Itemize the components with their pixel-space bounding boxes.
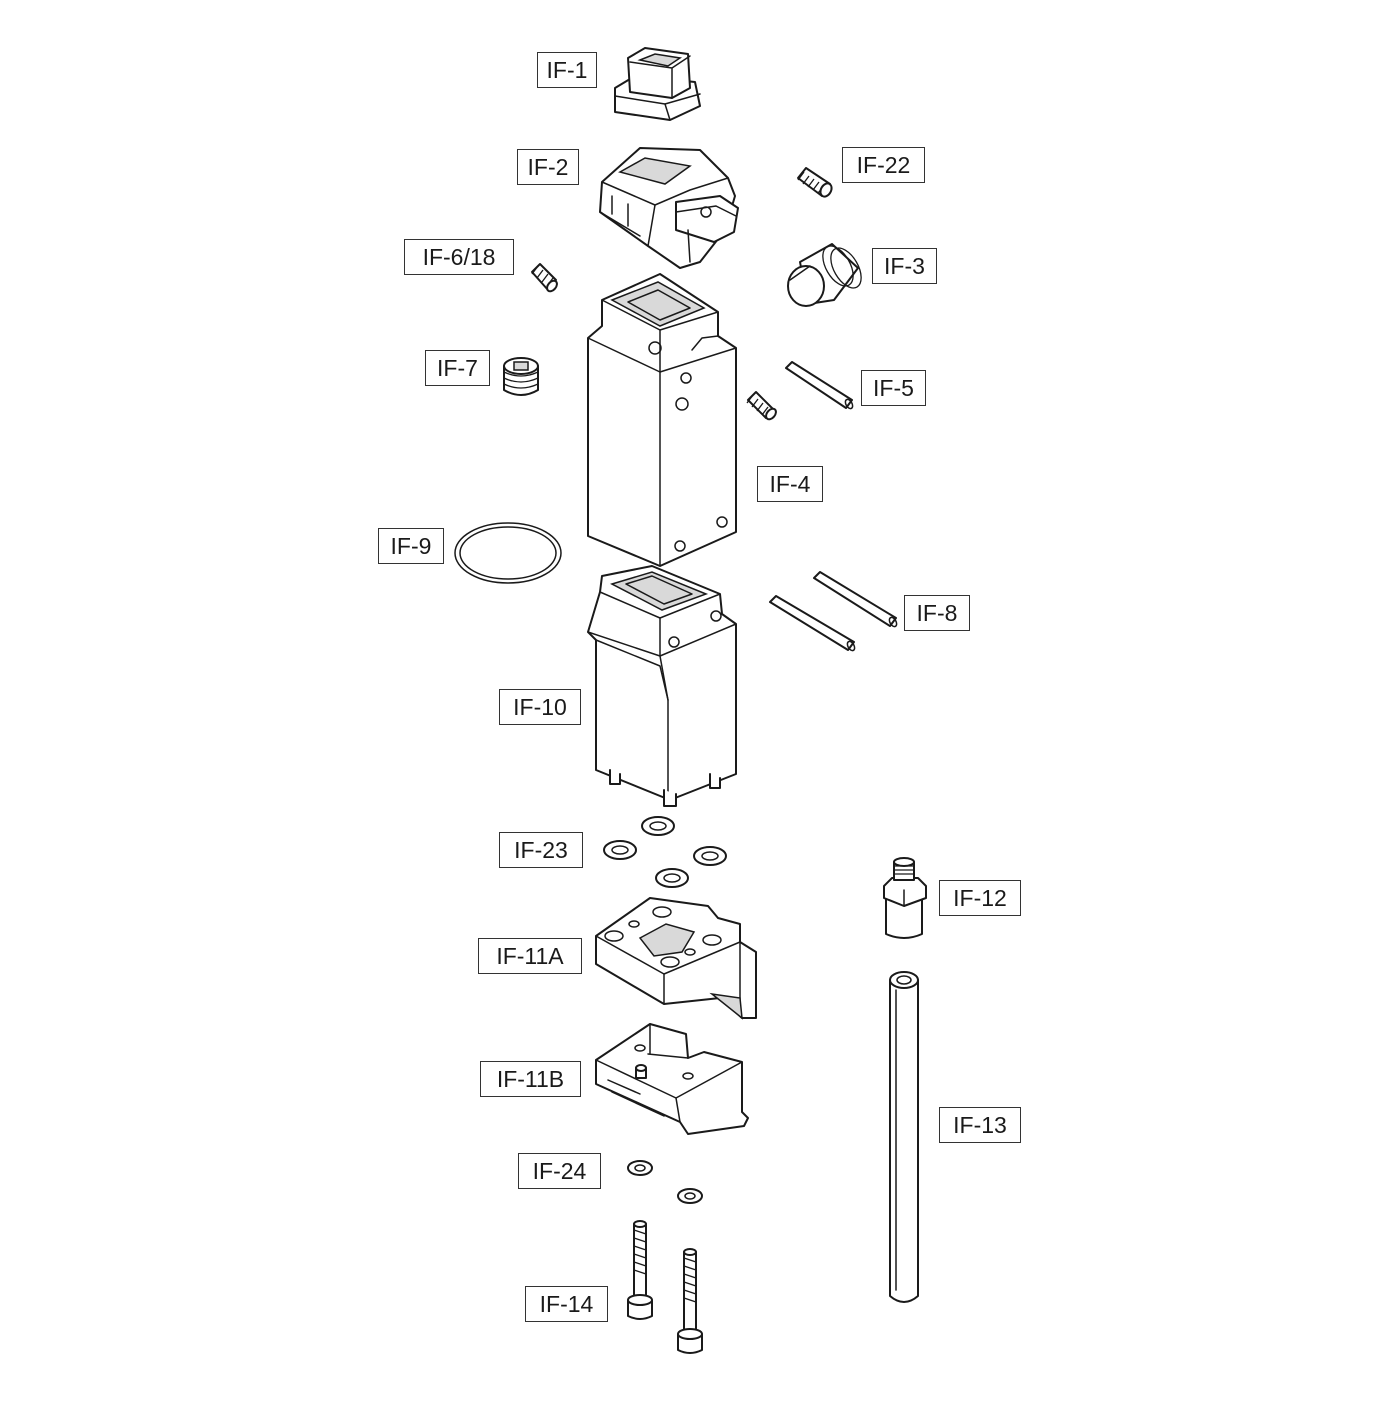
- part-if-22: [797, 167, 833, 198]
- label-if-6-18: IF-6/18: [404, 239, 514, 275]
- label-if-5: IF-5: [861, 370, 926, 406]
- label-if-9: IF-9: [378, 528, 444, 564]
- label-if-8: IF-8: [904, 595, 970, 631]
- part-if-4-screw: [746, 391, 777, 421]
- part-if-11a: [595, 897, 757, 1020]
- part-if-12: [883, 857, 927, 939]
- label-if-7: IF-7: [425, 350, 490, 386]
- label-if-13: IF-13: [939, 1107, 1021, 1143]
- label-if-10: IF-10: [499, 689, 581, 725]
- label-if-23: IF-23: [499, 832, 583, 868]
- part-if-23: [603, 816, 727, 888]
- part-if-13: [889, 971, 919, 1303]
- label-if-11b: IF-11B: [480, 1061, 581, 1097]
- part-if-1: [614, 47, 701, 121]
- part-if-7: [503, 357, 539, 396]
- part-if-11b: [595, 1023, 749, 1135]
- part-if-6-18: [531, 263, 558, 293]
- part-if-8: [769, 571, 898, 652]
- label-if-1: IF-1: [537, 52, 597, 88]
- part-if-24: [627, 1160, 703, 1204]
- label-if-24: IF-24: [518, 1153, 601, 1189]
- part-if-10: [587, 565, 737, 807]
- label-if-12: IF-12: [939, 880, 1021, 916]
- part-if-9: [454, 522, 562, 584]
- part-if-5: [785, 361, 854, 410]
- label-if-14: IF-14: [525, 1286, 608, 1322]
- part-if-2: [599, 147, 739, 269]
- label-if-4: IF-4: [757, 466, 823, 502]
- part-if-3: [787, 243, 862, 307]
- label-if-11a: IF-11A: [478, 938, 582, 974]
- label-if-22: IF-22: [842, 147, 925, 183]
- label-if-3: IF-3: [872, 248, 937, 284]
- part-if-4: [587, 273, 737, 567]
- label-if-2: IF-2: [517, 149, 579, 185]
- part-if-14: [627, 1220, 703, 1354]
